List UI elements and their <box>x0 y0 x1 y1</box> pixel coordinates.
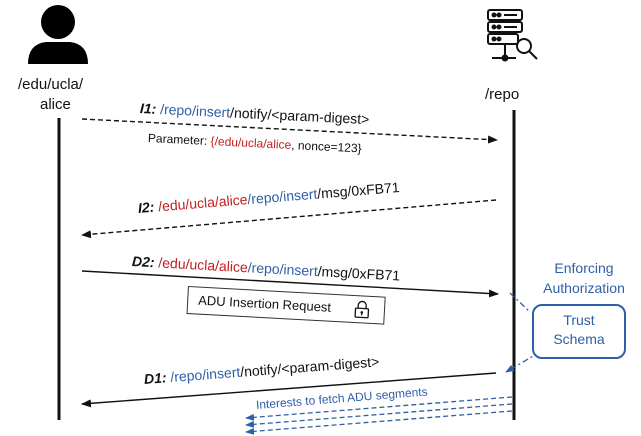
adu-box-label: ADU Insertion Request <box>197 292 332 315</box>
fetch-arrow-1 <box>245 396 513 421</box>
auth-line2: Authorization <box>543 280 625 296</box>
i1-prefix: /repo/insert <box>159 100 231 121</box>
auth-line1: Enforcing <box>554 260 614 276</box>
auth-connector-top <box>509 292 531 313</box>
trust-schema-box: Trust Schema <box>532 304 626 359</box>
adu-insertion-request-box: ADU Insertion Request <box>186 286 386 325</box>
d2-tag: D2: <box>131 253 155 271</box>
d1-arrow <box>81 372 497 408</box>
auth-connector-bottom <box>505 351 541 373</box>
trust-schema-line1: Trust <box>563 312 595 328</box>
user-icon <box>28 5 88 64</box>
i2-tag: I2: <box>137 198 155 216</box>
repo-label: /repo <box>485 86 520 103</box>
server-search-icon <box>487 9 538 62</box>
i1-arrow <box>81 118 498 144</box>
i2-arrow <box>81 199 497 239</box>
trust-schema-line2: Schema <box>553 331 605 347</box>
i1-tag: I1: <box>139 100 157 117</box>
fetch-arrow-3 <box>245 410 513 435</box>
i1-param-label: Parameter: <box>147 131 211 149</box>
lock-icon <box>354 300 370 319</box>
enforcing-authorization-label: Enforcing Authorization <box>528 258 640 298</box>
d2-arrow <box>81 270 499 298</box>
alice-label-line2: alice <box>40 96 71 113</box>
alice-label-line1: /edu/ucla/ <box>18 76 84 93</box>
d1-tag: D1: <box>143 369 168 387</box>
fetch-arrow-2 <box>245 403 513 428</box>
